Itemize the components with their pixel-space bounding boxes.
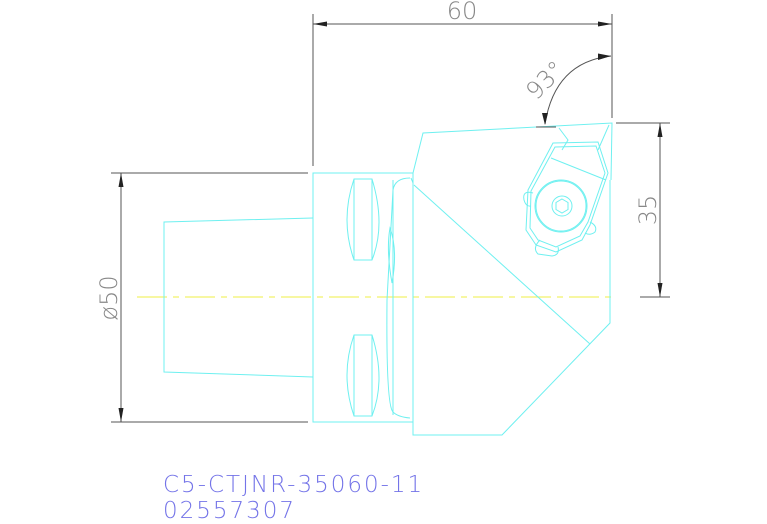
dimension-angle-value: 93° [520, 55, 570, 105]
dimension-diameter-value: ø50 [95, 275, 123, 320]
dimension-diameter-50: ø50 [95, 172, 308, 423]
dimension-length-value: 60 [447, 0, 478, 25]
tool-head [410, 122, 613, 436]
shank [163, 217, 314, 378]
clamping-unit [523, 141, 609, 257]
dimension-height-value: 35 [634, 195, 662, 226]
dimension-height-35: 35 [616, 122, 670, 298]
part-number-label: 02557307 [163, 498, 297, 524]
coupling-flange [312, 172, 414, 423]
dimension-length-60: 60 [312, 0, 613, 166]
dimension-angle-93: 93° [520, 53, 612, 128]
part-code-label: C5-CTJNR-35060-11 [163, 472, 425, 498]
